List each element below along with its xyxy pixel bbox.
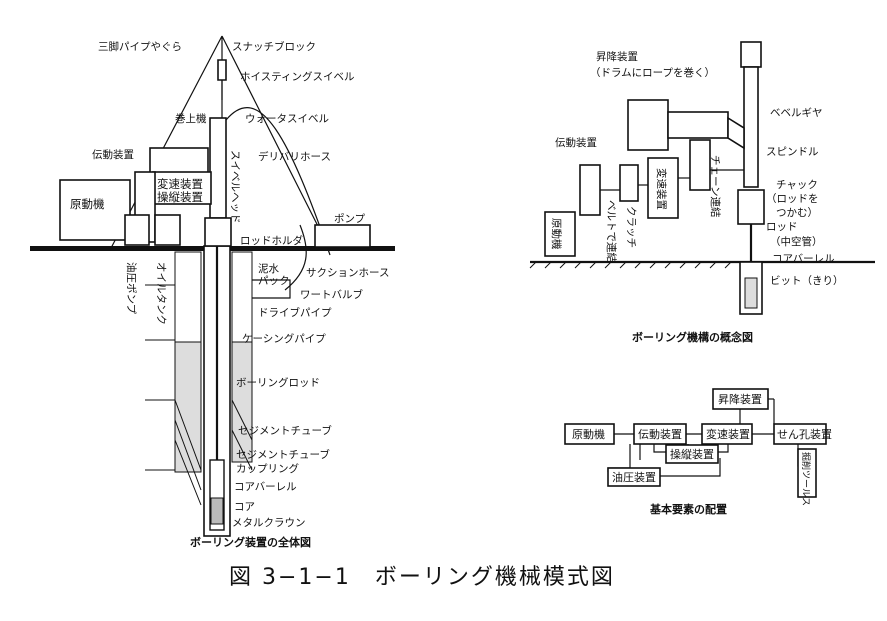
block-drilling	[773, 423, 827, 445]
block-hoist	[712, 388, 769, 410]
spindle-top-shape	[740, 41, 762, 68]
label-clutch: クラッチ	[625, 206, 637, 248]
label-bit: ビット（きり）	[770, 275, 844, 287]
chuck-shape	[737, 189, 765, 225]
label-control: 操縦装置	[157, 190, 203, 204]
label-core-barrel: コアバーレル	[234, 481, 297, 493]
label-snatch-block: スナッチブロック	[232, 40, 316, 53]
label-hoisting-swivel: ホイスティングスイベル	[240, 70, 355, 83]
label-rod-holder: ロッドホルダ	[240, 234, 303, 247]
label-suction-hose: サクションホース	[306, 267, 389, 279]
label-delivery-hose: デリバリホース	[258, 150, 331, 163]
label-water-swivel: ウォータスイベル	[245, 113, 329, 125]
label-gearbox-mech: 変速装置	[655, 168, 668, 210]
gearbox-shape-mech	[647, 157, 679, 219]
label-prime-mover: 原動機	[70, 197, 105, 211]
label-mud-pack: 泥水パック	[258, 262, 290, 287]
label-chain: チェーン連結	[709, 155, 722, 217]
label-swivel-head: スイベルヘッド	[229, 150, 241, 224]
block-label-transmission: 伝動装置	[638, 427, 682, 441]
label-gearbox: 変速装置	[157, 177, 203, 191]
overall-boring-rig-diagram: 三脚パイプやぐら スナッチブロック ホイスティングスイベル 巻上機 ウォータスイ…	[30, 35, 395, 549]
delivery-hose-shape	[225, 107, 331, 256]
caption-block-diagram: 基本要素の配置	[649, 502, 727, 516]
boring-mechanism-diagram: 昇降装置 （ドラムにロープを巻く） ベベルギヤ 伝動装置 スピンドル 変速装置 …	[529, 41, 875, 344]
label-transmission: 伝動装置	[92, 148, 134, 161]
label-metal-crown: メタルクラウン	[232, 517, 306, 529]
label-casing-pipe: ケーシングパイプ	[242, 332, 326, 345]
label-water-valve: ワートバルブ	[300, 288, 363, 301]
soil-layers	[145, 251, 253, 506]
block-label-gearbox: 変速装置	[706, 427, 750, 441]
label-chuck-1: チャック	[776, 179, 818, 191]
label-pump: ポンプ	[334, 213, 366, 225]
block-prime-mover	[564, 423, 615, 445]
label-rod-2: （中空管）	[770, 235, 823, 248]
snatch-block-shape	[217, 59, 227, 81]
spindle-shape	[743, 66, 759, 188]
block-label-hydraulic: 油圧装置	[612, 470, 656, 484]
label-rod-1: ロッド	[766, 221, 798, 233]
figure-title: 図 3−1−1 ボーリング機械模式図	[229, 565, 615, 590]
block-transmission	[633, 423, 687, 445]
label-core: コア	[234, 501, 255, 513]
transmission-shape-mech	[579, 164, 601, 216]
label-belt: ベルトで連結	[605, 200, 618, 263]
label-oil-tank: オイルタンク	[155, 262, 167, 325]
label-hoist-2: （ドラムにロープを巻く）	[590, 67, 715, 79]
pump-shape	[314, 224, 371, 248]
label-chuck-3: つかむ）	[776, 207, 818, 219]
block-gearbox	[701, 423, 753, 445]
block-label-prime-mover: 原動機	[572, 427, 605, 441]
block-label-hoist: 昇降装置	[718, 392, 762, 406]
hydraulic-pump-shape	[124, 214, 150, 246]
label-cement-tube-coupling-1: セジメントチューブ	[236, 448, 330, 461]
label-cement-tube-coupling-2: カップリング	[236, 462, 299, 475]
core-shape	[210, 497, 224, 525]
rod-holder-shape	[204, 217, 232, 247]
label-drive-pipe: ドライブパイプ	[258, 306, 332, 319]
hoist-drum-shape	[627, 99, 669, 151]
core-barrel-bit-shape	[744, 277, 758, 309]
label-chuck-2: （ロッドを	[766, 193, 819, 205]
basic-elements-layout-diagram: 原動機 伝動装置 変速装置 昇降装置 せん孔装置 操縦装置 油圧装置 掘削ツール…	[564, 388, 832, 516]
caption-mechanism-diagram: ボーリング機構の概念図	[632, 330, 753, 344]
mud-pack-shape	[252, 279, 291, 299]
prime-mover-shape-mech	[544, 211, 576, 257]
block-label-drilling: せん孔装置	[777, 428, 832, 441]
block-tools	[797, 448, 817, 498]
label-hoist-1: 昇降装置	[596, 50, 638, 63]
label-hydraulic-pump: 油圧ポンプ	[125, 262, 138, 315]
label-tripod: 三脚パイプやぐら	[98, 40, 182, 53]
oil-tank-shape	[154, 214, 181, 246]
caption-overall-diagram: ボーリング装置の全体図	[190, 535, 311, 549]
block-control	[665, 444, 719, 464]
label-prime-mover-mech: 原動機	[550, 218, 563, 250]
swivel-head-shape	[209, 117, 227, 219]
block-hydraulic	[607, 467, 661, 487]
label-cement-tube: セジメントチューブ	[238, 424, 332, 437]
bevel-gear-shape	[727, 116, 745, 150]
block-label-control: 操縦装置	[670, 447, 714, 461]
label-boring-rod: ボーリングロッド	[236, 376, 320, 389]
label-spindle: スピンドル	[766, 146, 819, 158]
label-winch: 巻上機	[175, 112, 207, 125]
label-transmission-mech: 伝動装置	[555, 136, 597, 149]
block-label-tools: 掘削ツールス	[800, 452, 812, 506]
label-bevel-gear: ベベルギヤ	[770, 107, 823, 119]
prime-mover-shape	[59, 179, 131, 241]
label-core-barrel-mech: コアバーレル	[772, 253, 835, 265]
